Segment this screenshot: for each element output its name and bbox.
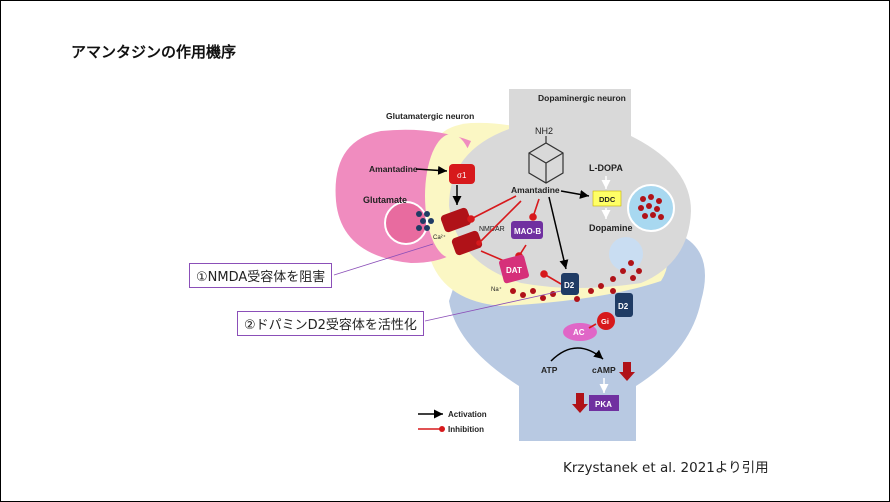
amantadine-center-label: Amantadine — [511, 185, 560, 195]
nmda-callout-line — [333, 243, 434, 276]
sigma1-label: σ1 — [457, 171, 467, 180]
gi-label: Gi — [601, 317, 609, 326]
mao-b-label: MAO-B — [514, 227, 541, 236]
nmdar-receptor-2 — [451, 230, 483, 256]
ddc-label: DDC — [599, 195, 616, 204]
ac-enzyme — [563, 323, 597, 341]
amantadine-molecule — [528, 136, 564, 184]
glutamate-vesicle — [384, 201, 428, 245]
dat-transporter — [499, 254, 529, 284]
legend-inhibition: Inhibition — [448, 425, 484, 434]
legend-activation: Activation — [448, 410, 487, 419]
camp-down-arrow — [619, 362, 635, 381]
ddc-box — [592, 190, 622, 207]
pka-label: PKA — [595, 400, 612, 409]
d2-postsynaptic-receptor — [615, 293, 633, 317]
d2-callout-line — [424, 290, 562, 322]
glutamate-label: Glutamate — [363, 195, 407, 205]
d2-autoreceptor — [561, 273, 579, 295]
releasing-vesicle — [609, 237, 643, 271]
ac-label: AC — [573, 328, 585, 337]
nh2-label: NH2 — [535, 126, 553, 136]
dopamine-label: Dopamine — [589, 223, 633, 233]
dopaminergic-neuron-label: Dopaminergic neuron — [538, 93, 626, 103]
d2-callout: ②ドパミンD2受容体を活性化 — [237, 311, 424, 336]
nmdar-receptor-1 — [440, 207, 472, 233]
citation: Krzystanek et al. 2021より引用 — [563, 460, 769, 476]
glutamatergic-neuron-label: Glutamatergic neuron — [386, 111, 474, 121]
dat-label: DAT — [506, 266, 522, 275]
pka-box — [589, 395, 619, 411]
l-dopa-label: L-DOPA — [589, 163, 623, 173]
nmda-callout: ①NMDA受容体を阻害 — [189, 263, 333, 288]
na-label: Na⁺ — [491, 286, 502, 293]
sigma1-receptor — [449, 164, 475, 184]
d2-post-label: D2 — [618, 302, 629, 311]
glutamate-dots — [416, 211, 434, 231]
atp-label: ATP — [541, 365, 558, 375]
mao-b-box — [511, 221, 543, 239]
amantadine-left-label: Amantadine — [369, 164, 418, 174]
slide-title: アマンタジンの作用機序 — [71, 43, 237, 61]
dopamine-vesicle-dots — [638, 194, 664, 220]
pka-down-arrow — [572, 393, 588, 413]
gi-protein — [597, 312, 615, 330]
camp-label: cAMP — [592, 365, 616, 375]
d2-auto-label: D2 — [564, 281, 575, 290]
ca-label: Ca²⁺ — [433, 234, 446, 241]
